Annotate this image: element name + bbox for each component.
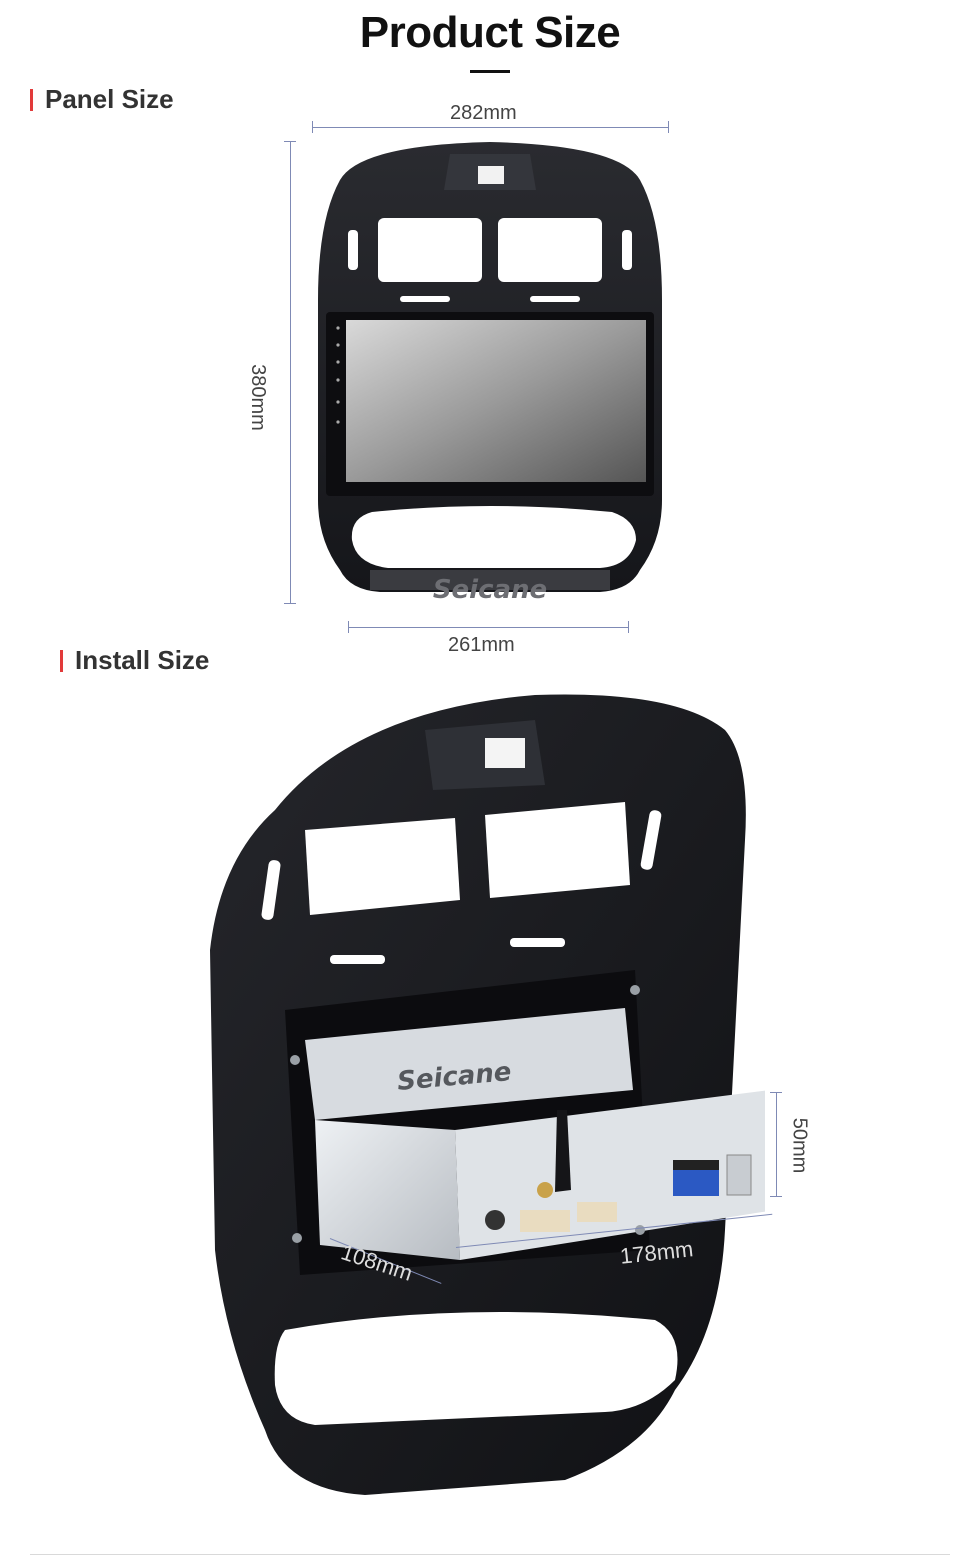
install-rear-illustration: Seicane bbox=[210, 694, 765, 1495]
dimension-tick bbox=[284, 603, 296, 604]
dimension-tick bbox=[770, 1092, 782, 1093]
dimension-tick bbox=[284, 141, 296, 142]
dimension-tick bbox=[770, 1196, 782, 1197]
dimension-line-left bbox=[290, 141, 291, 603]
section-heading-install-size: Install Size bbox=[60, 645, 209, 676]
section-label: Install Size bbox=[75, 645, 210, 675]
dimension-label-panel-height: 380mm bbox=[246, 364, 269, 431]
dimension-line-top bbox=[312, 127, 668, 128]
dimension-line-unit-height bbox=[776, 1092, 777, 1196]
title-underline bbox=[470, 70, 510, 73]
dimension-tick bbox=[668, 121, 669, 133]
dimension-label-unit-height: 50mm bbox=[788, 1117, 811, 1174]
dimension-tick bbox=[628, 621, 629, 633]
dimension-line-bottom bbox=[348, 627, 628, 628]
dimension-label-bottom-width: 261mm bbox=[448, 634, 515, 656]
section-label: Panel Size bbox=[45, 84, 174, 114]
dimension-label-panel-width: 282mm bbox=[450, 102, 517, 124]
footer-divider bbox=[30, 1554, 950, 1555]
section-heading-panel-size: Panel Size bbox=[30, 84, 174, 115]
panel-front-illustration: Seicane bbox=[318, 142, 662, 605]
section-accent-bar bbox=[60, 650, 63, 672]
dimension-tick bbox=[348, 621, 349, 633]
section-accent-bar bbox=[30, 89, 33, 111]
dimension-tick bbox=[312, 121, 313, 133]
page-title: Product Size bbox=[359, 8, 621, 57]
brand-watermark: Seicane bbox=[433, 575, 547, 605]
